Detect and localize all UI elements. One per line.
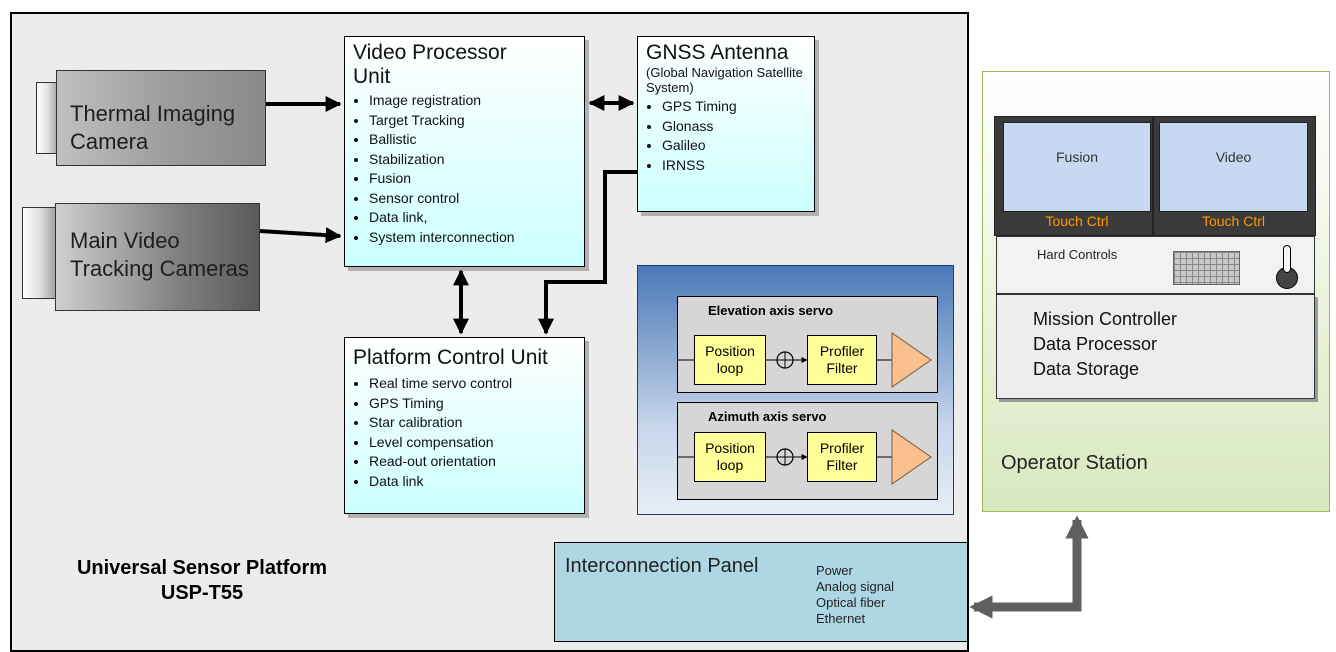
list-item: IRNSS bbox=[662, 156, 806, 176]
azimuth-servo-title: Azimuth axis servo bbox=[708, 409, 827, 424]
platform-control-unit: Platform Control Unit Real time servo co… bbox=[344, 337, 585, 514]
list-item: Mission Controller bbox=[1033, 309, 1178, 329]
video-unit-list: Image registration Target Tracking Balli… bbox=[353, 91, 576, 247]
amplifier-icon bbox=[891, 332, 932, 388]
list-item: System interconnection bbox=[369, 228, 576, 248]
touch-ctrl-right[interactable]: Touch Ctrl bbox=[1159, 212, 1308, 230]
fusion-screen: Fusion bbox=[1003, 122, 1151, 212]
hard-controls-panel: Hard Controls bbox=[996, 236, 1315, 294]
list-item: Data Processor bbox=[1033, 334, 1158, 354]
list-item: Analog signal bbox=[816, 579, 895, 594]
list-item: GPS Timing bbox=[369, 394, 576, 414]
gnss-title: GNSS Antenna bbox=[646, 41, 789, 64]
profiler-line1: Profiler bbox=[819, 440, 865, 456]
keyboard-icon[interactable] bbox=[1173, 251, 1240, 285]
thermal-camera-label: Thermal Imaging Camera bbox=[70, 100, 235, 156]
main-camera-label: Main Video Tracking Cameras bbox=[70, 227, 249, 283]
list-item: GPS Timing bbox=[662, 97, 806, 117]
platform-title: Universal Sensor Platform USP-T55 bbox=[34, 556, 370, 606]
list-item: Glonass bbox=[662, 117, 806, 137]
position-line2: loop bbox=[716, 360, 744, 376]
list-item: Optical fiber bbox=[816, 595, 886, 610]
platform-title-line2: USP-T55 bbox=[160, 582, 244, 604]
main-camera-label-line2: Tracking Cameras bbox=[70, 256, 249, 281]
list-item: Power bbox=[816, 563, 853, 578]
fusion-screen-label: Fusion bbox=[1055, 149, 1099, 165]
joystick-icon[interactable] bbox=[1283, 245, 1291, 273]
list-item: Galileo bbox=[662, 136, 806, 156]
main-camera-label-line1: Main Video bbox=[70, 228, 180, 253]
position-line2: loop bbox=[716, 457, 744, 473]
list-item: Fusion bbox=[369, 169, 576, 189]
list-item: Real time servo control bbox=[369, 374, 576, 394]
profiler-line2: Filter bbox=[826, 457, 858, 473]
profiler-line1: Profiler bbox=[819, 343, 865, 359]
main-camera-lens bbox=[22, 207, 58, 299]
platform-unit-title: Platform Control Unit bbox=[353, 346, 548, 369]
list-item: Sensor control bbox=[369, 189, 576, 209]
list-item: Data link bbox=[369, 472, 576, 492]
list-item: Ballistic bbox=[369, 130, 576, 150]
list-item: Data link, bbox=[369, 208, 576, 228]
gnss-subtitle-line2: System) bbox=[646, 80, 694, 95]
amplifier-icon bbox=[891, 429, 932, 485]
video-screen-label: Video bbox=[1215, 149, 1252, 165]
interconnection-list: Power Analog signal Optical fiber Ethern… bbox=[816, 563, 894, 627]
position-line1: Position bbox=[705, 440, 755, 456]
arrow-panel-operator bbox=[969, 515, 1089, 619]
arrow-gnss-to-platform bbox=[538, 170, 637, 335]
video-unit-title-line1: Video Processor bbox=[353, 41, 507, 64]
gnss-list: GPS Timing Glonass Galileo IRNSS bbox=[646, 97, 806, 175]
video-screen: Video bbox=[1159, 122, 1308, 212]
arrow-main-camera-to-video bbox=[259, 227, 342, 244]
list-item: Star calibration bbox=[369, 413, 576, 433]
list-item: Data Storage bbox=[1033, 359, 1140, 379]
list-item: Ethernet bbox=[816, 611, 866, 626]
connectors-layer bbox=[259, 95, 1154, 619]
list-item: Read-out orientation bbox=[369, 452, 576, 472]
list-item: Stabilization bbox=[369, 150, 576, 170]
hard-controls-label: Hard Controls bbox=[1037, 247, 1118, 262]
list-item: Image registration bbox=[369, 91, 576, 111]
list-item: Level compensation bbox=[369, 433, 576, 453]
list-item: Target Tracking bbox=[369, 111, 576, 131]
gnss-subtitle-line1: (Global Navigation Satellite bbox=[646, 65, 803, 80]
position-line1: Position bbox=[705, 343, 755, 359]
video-unit-title-line2: Unit bbox=[353, 65, 391, 88]
gnss-antenna-unit: GNSS Antenna (Global Navigation Satellit… bbox=[637, 36, 815, 212]
main-camera-body bbox=[55, 203, 260, 311]
profiler-line2: Filter bbox=[826, 360, 858, 376]
interconnection-title: Interconnection Panel bbox=[565, 555, 759, 577]
thermal-camera-body bbox=[56, 70, 266, 166]
platform-unit-list: Real time servo control GPS Timing Star … bbox=[353, 374, 576, 491]
touch-ctrl-left[interactable]: Touch Ctrl bbox=[1003, 212, 1151, 230]
platform-title-line1: Universal Sensor Platform bbox=[76, 557, 328, 579]
elevation-servo-title: Elevation axis servo bbox=[708, 303, 834, 318]
computer-unit: Mission Controller Data Processor Data S… bbox=[996, 294, 1315, 399]
operator-station-title: Operator Station bbox=[1001, 452, 1148, 474]
thermal-camera-label-line2: Camera bbox=[70, 129, 149, 154]
thermal-camera-label-line1: Thermal Imaging bbox=[70, 101, 236, 126]
computer-unit-lines: Mission Controller Data Processor Data S… bbox=[1033, 307, 1177, 382]
video-processor-unit: Video Processor Unit Image registration … bbox=[344, 36, 585, 267]
